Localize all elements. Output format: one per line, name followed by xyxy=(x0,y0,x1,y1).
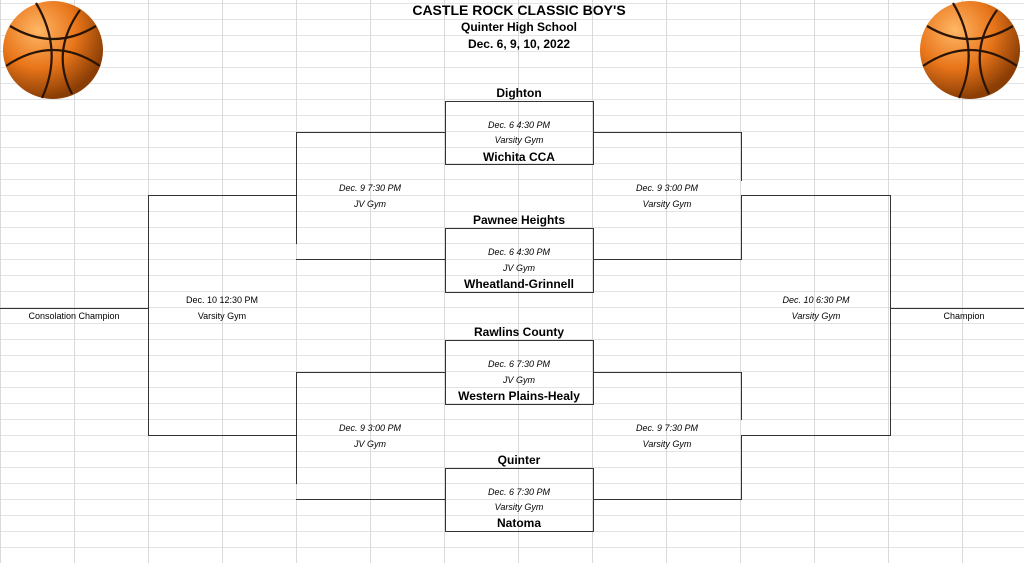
g1-box-right xyxy=(593,101,594,165)
team-name: Rawlins County xyxy=(473,325,565,339)
game-time: Dec. 10 6:30 PM xyxy=(782,295,850,305)
page-title: CASTLE ROCK CLASSIC BOY'S xyxy=(412,2,626,18)
game-time: Dec. 9 7:30 PM xyxy=(338,183,402,193)
consolation-champion-label: Consolation Champion xyxy=(28,311,120,321)
team-name: Wheatland-Grinnell xyxy=(463,277,575,291)
champion-label: Champion xyxy=(943,311,985,321)
game-time: Dec. 10 12:30 PM xyxy=(185,295,259,305)
connector xyxy=(890,308,1024,309)
connector xyxy=(296,499,445,500)
connector xyxy=(741,435,742,500)
g4-box-top xyxy=(445,468,593,469)
school-name: Quinter High School xyxy=(461,20,577,34)
connector xyxy=(148,195,296,196)
g2-box-bottom xyxy=(445,292,593,293)
game-venue: Varsity Gym xyxy=(197,311,247,321)
connector xyxy=(296,259,445,260)
connector xyxy=(593,132,741,133)
connector xyxy=(593,259,741,260)
team-name: Dighton xyxy=(496,86,542,100)
g2-box-top xyxy=(445,228,593,229)
game-time: Dec. 9 7:30 PM xyxy=(635,423,699,433)
g4-box-bottom xyxy=(445,531,593,532)
connector xyxy=(148,195,149,436)
connector xyxy=(741,435,890,436)
basketball-icon-left xyxy=(3,1,103,99)
connector xyxy=(296,132,445,133)
game-venue: JV Gym xyxy=(502,375,536,385)
game-venue: Varsity Gym xyxy=(494,502,544,512)
g3-box-bottom xyxy=(445,404,593,405)
game-venue: Varsity Gym xyxy=(791,311,841,321)
connector xyxy=(741,372,742,420)
game-venue: Varsity Gym xyxy=(642,199,692,209)
connector xyxy=(296,372,297,484)
connector xyxy=(741,195,890,196)
connector xyxy=(741,132,742,181)
g1-box-top xyxy=(445,101,593,102)
team-name: Wichita CCA xyxy=(483,150,555,164)
connector xyxy=(148,435,296,436)
g1-box-bottom xyxy=(445,164,593,165)
game-time: Dec. 9 3:00 PM xyxy=(635,183,699,193)
g2-box-right xyxy=(593,228,594,293)
team-name: Quinter xyxy=(497,453,541,467)
game-time: Dec. 6 4:30 PM xyxy=(487,120,551,130)
basketball-icon-right xyxy=(920,1,1020,99)
team-name: Western Plains-Healy xyxy=(458,389,580,403)
connector xyxy=(890,195,891,436)
g4-box-right xyxy=(593,468,594,532)
g3-box-top xyxy=(445,340,593,341)
g2-box-left xyxy=(445,228,446,293)
connector xyxy=(741,195,742,260)
game-venue: Varsity Gym xyxy=(642,439,692,449)
game-venue: JV Gym xyxy=(353,199,387,209)
game-time: Dec. 6 4:30 PM xyxy=(487,247,551,257)
g4-box-left xyxy=(445,468,446,532)
team-name: Pawnee Heights xyxy=(472,213,566,227)
connector xyxy=(296,372,445,373)
connector xyxy=(593,372,741,373)
game-time: Dec. 6 7:30 PM xyxy=(487,487,551,497)
g1-box-left xyxy=(445,101,446,165)
connector xyxy=(296,132,297,244)
game-venue: JV Gym xyxy=(353,439,387,449)
connector xyxy=(593,499,741,500)
g3-box-left xyxy=(445,340,446,405)
game-time: Dec. 9 3:00 PM xyxy=(338,423,402,433)
tournament-dates: Dec. 6, 9, 10, 2022 xyxy=(467,37,571,51)
game-venue: Varsity Gym xyxy=(494,135,544,145)
game-time: Dec. 6 7:30 PM xyxy=(487,359,551,369)
team-name: Natoma xyxy=(496,516,542,530)
connector xyxy=(0,308,148,309)
game-venue: JV Gym xyxy=(502,263,536,273)
